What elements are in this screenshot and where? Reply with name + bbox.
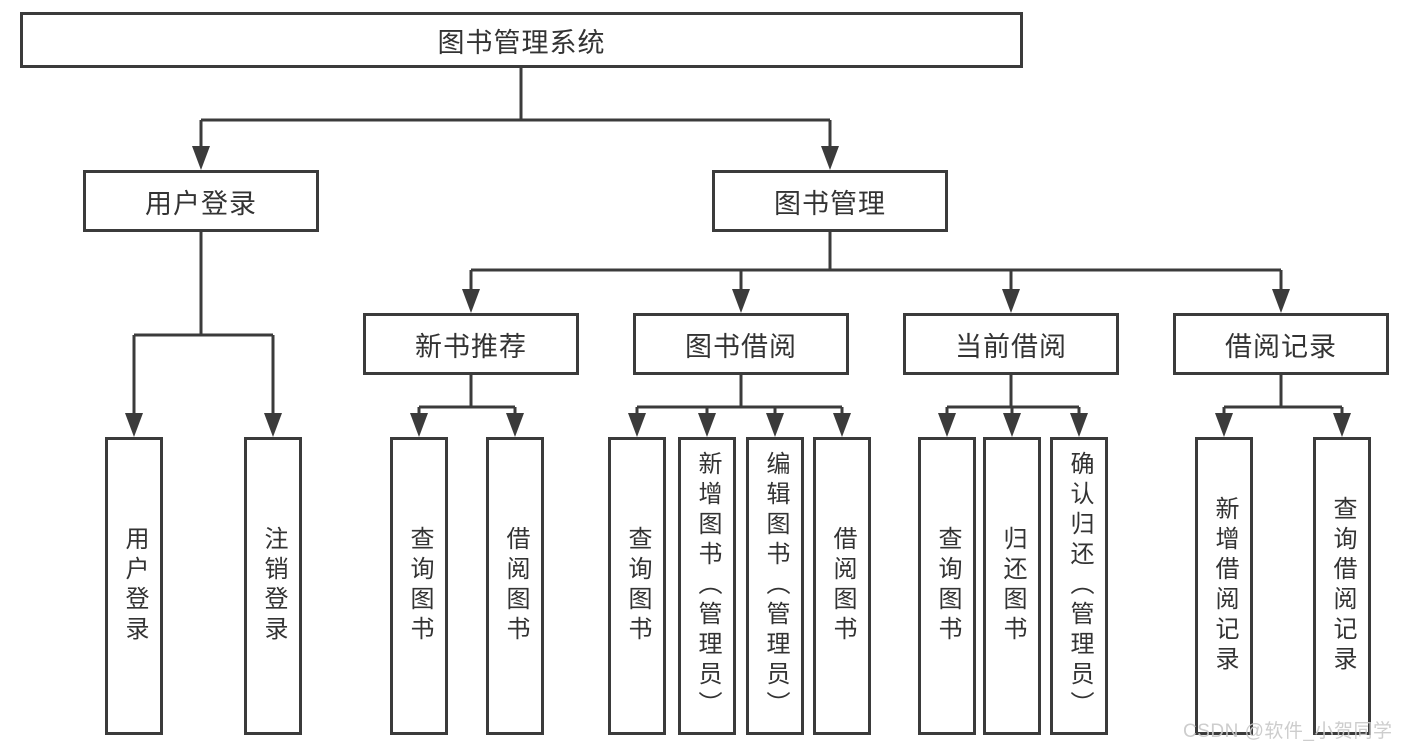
arrowhead — [1272, 289, 1290, 313]
arrowhead — [821, 146, 839, 170]
csdn-watermark: CSDN @软件_小贺同学 — [1183, 721, 1393, 742]
leaf-query-books-current: 查询图书 — [918, 437, 976, 735]
edge-root-to-level2 — [199, 68, 832, 148]
arrowhead — [506, 413, 524, 437]
node-user-login: 用户登录 — [83, 170, 319, 232]
leaf-label: 借阅图书 — [829, 526, 856, 646]
leaf-label: 借阅图书 — [502, 526, 529, 646]
arrowhead — [698, 413, 716, 437]
node-book-borrow: 图书借阅 — [633, 313, 849, 375]
leaf-confirm-return-admin: 确认归还（管理员） — [1050, 437, 1108, 735]
arrowhead — [1003, 413, 1021, 437]
leaf-edit-books-admin: 编辑图书（管理员） — [746, 437, 804, 735]
leaf-query-books-recommend: 查询图书 — [390, 437, 448, 735]
edge-user-login-to-leaves — [132, 232, 275, 415]
arrowhead — [1215, 413, 1233, 437]
edge-book-mgmt-to-level3 — [469, 232, 1283, 291]
arrowhead — [264, 413, 282, 437]
leaf-add-books-admin: 新增图书（管理员） — [678, 437, 736, 735]
leaf-label: 查询图书 — [406, 526, 433, 646]
leaf-label: 新增图书（管理员） — [694, 451, 721, 721]
edge-recommend-to-leaves — [417, 375, 517, 416]
arrowhead — [766, 413, 784, 437]
arrowhead — [462, 289, 480, 313]
edge-current-to-leaves — [945, 375, 1081, 416]
leaf-label: 查询图书 — [934, 526, 961, 646]
leaf-borrow-books-recommend: 借阅图书 — [486, 437, 544, 735]
leaf-label: 新增借阅记录 — [1211, 496, 1238, 676]
node-borrow-records: 借阅记录 — [1173, 313, 1389, 375]
leaf-borrow-books: 借阅图书 — [813, 437, 871, 735]
leaf-label: 确认归还（管理员） — [1066, 451, 1093, 721]
arrowhead — [1070, 413, 1088, 437]
leaf-label: 查询借阅记录 — [1329, 496, 1356, 676]
arrowhead — [410, 413, 428, 437]
arrowhead — [192, 146, 210, 170]
edge-borrow-to-leaves — [635, 375, 844, 416]
arrowhead — [938, 413, 956, 437]
leaf-query-books-borrow: 查询图书 — [608, 437, 666, 735]
arrowhead — [628, 413, 646, 437]
leaf-label: 编辑图书（管理员） — [762, 451, 789, 721]
leaf-label: 注销登录 — [260, 526, 287, 646]
node-current-borrow: 当前借阅 — [903, 313, 1119, 375]
edge-records-to-leaves — [1222, 375, 1344, 416]
leaf-label: 查询图书 — [624, 526, 651, 646]
arrowhead — [732, 289, 750, 313]
leaf-logout: 注销登录 — [244, 437, 302, 735]
leaf-user-login: 用户登录 — [105, 437, 163, 735]
arrowhead — [125, 413, 143, 437]
node-new-book-recommend: 新书推荐 — [363, 313, 579, 375]
leaf-label: 归还图书 — [999, 526, 1026, 646]
leaf-return-books: 归还图书 — [983, 437, 1041, 735]
arrowhead — [1002, 289, 1020, 313]
leaf-add-borrow-record: 新增借阅记录 — [1195, 437, 1253, 735]
leaf-query-borrow-record: 查询借阅记录 — [1313, 437, 1371, 735]
arrowhead — [833, 413, 851, 437]
node-root: 图书管理系统 — [20, 12, 1023, 68]
arrowhead — [1333, 413, 1351, 437]
node-book-management: 图书管理 — [712, 170, 948, 232]
leaf-label: 用户登录 — [121, 526, 148, 646]
